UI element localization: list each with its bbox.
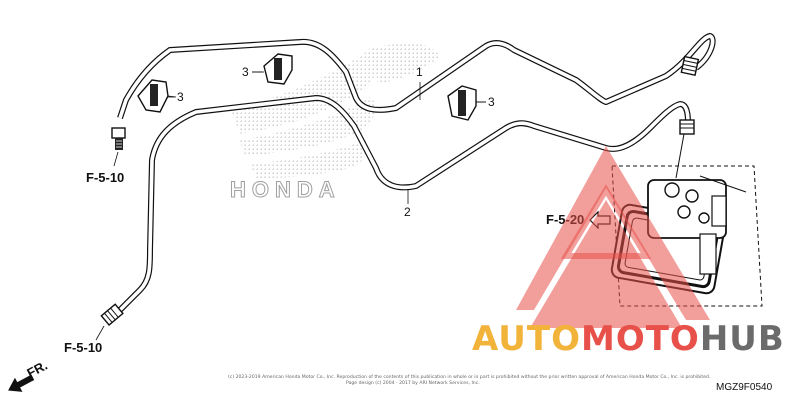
watermark-text: AUTOMOTOHUB (472, 319, 785, 359)
callout-pipe-2: 2 (404, 205, 411, 219)
callout-clamp-c: 3 (488, 95, 495, 109)
fitting-left-upper (111, 127, 126, 150)
watermark-part-hub: HUB (700, 319, 785, 359)
fitting-right-upper (680, 55, 700, 76)
watermark-triangle-logo (516, 146, 710, 328)
callout-leaders (167, 71, 486, 204)
clamp-c (447, 85, 486, 121)
direction-arrow (8, 374, 35, 392)
diagram-code: MGZ9F0540 (716, 382, 773, 393)
ref-leader-left-lower (95, 325, 105, 341)
callout-pipe-1: 1 (416, 65, 423, 79)
honda-brand-mark: HONDA (230, 177, 341, 202)
fitting-left-lower (100, 303, 124, 326)
brake-pipe-1 (117, 33, 716, 119)
watermark-part-auto: AUTO (472, 319, 581, 359)
footer-line-2: Page design (c) 2004 - 2017 by ARI Netwo… (346, 380, 480, 386)
callout-clamp-a: 3 (177, 90, 184, 104)
watermark: AUTOMOTOHUB (472, 146, 785, 359)
footer-line-1: (c) 2023-2019 American Honda Motor Co., … (228, 374, 710, 380)
brake-pipe-2 (115, 95, 691, 315)
ref-label-left-lower: F-5-10 (64, 340, 102, 355)
clamp-a (137, 79, 177, 113)
fitting-right-lower (679, 119, 695, 135)
clamp-b (252, 53, 293, 85)
ref-leader-left-upper (113, 151, 119, 167)
ref-label-left-upper: F-5-10 (86, 170, 124, 185)
callout-clamp-b: 3 (242, 65, 249, 79)
watermark-part-moto: MOTO (581, 319, 700, 359)
